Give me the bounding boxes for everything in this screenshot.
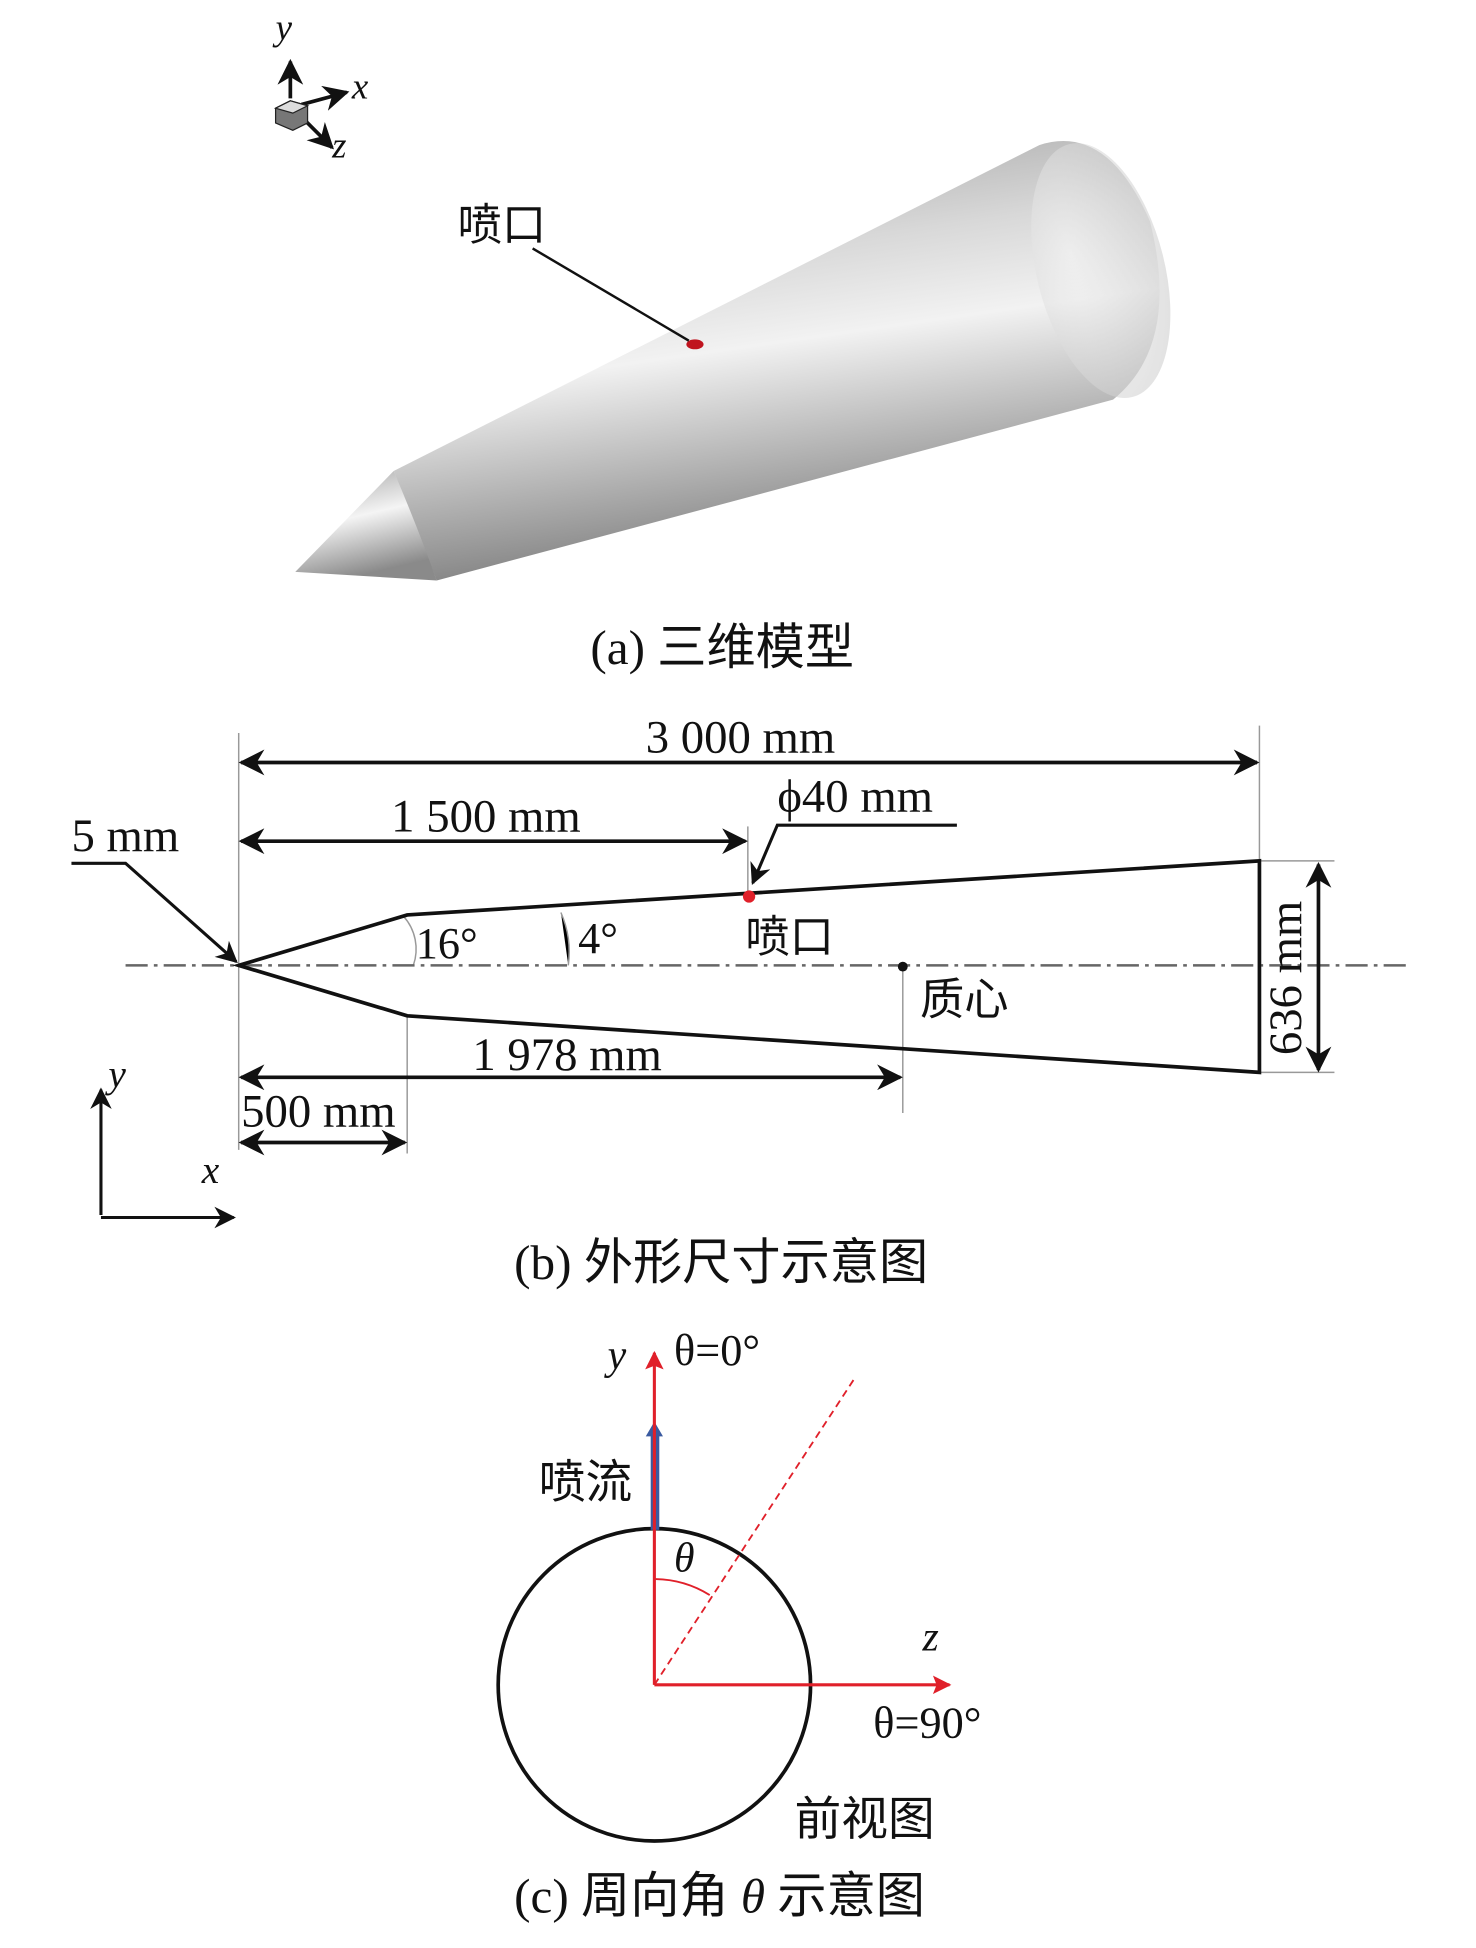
front-view-label: 前视图 (795, 1794, 935, 1846)
theta-arc (655, 1578, 711, 1596)
axis-x-label: x (351, 65, 369, 106)
axis-z-label: z (331, 124, 346, 165)
caption-c: (c) 周向角 θ 示意图 (514, 1868, 925, 1923)
dim-base-diameter: 636 mm (1260, 901, 1312, 1055)
axis-y-label: y (272, 6, 293, 47)
caption-a: (a) 三维模型 (590, 620, 854, 675)
nozzle-dot (742, 890, 756, 903)
panel-a-3d-model: y x z 喷口 (a) 三维模型 (272, 6, 1171, 675)
dim-nozzle-position: 1 500 mm (391, 790, 580, 842)
caption-b: (b) 外形尺寸示意图 (514, 1235, 928, 1290)
cone-base (1031, 143, 1171, 398)
axis-triad-icon: y x z (272, 6, 369, 165)
dim-nose-length: 500 mm (241, 1085, 395, 1137)
theta-90-label: θ=90° (873, 1699, 981, 1748)
axis-x-label: x (201, 1148, 220, 1192)
angle-nose: 16° (416, 919, 478, 968)
nozzle-label: 喷口 (745, 913, 834, 962)
dim-total-length: 3 000 mm (646, 712, 835, 764)
dim-center-of-mass: 1 978 mm (472, 1029, 661, 1081)
panel-b-dimensions: 3 000 mm 1 500 mm ϕ40 mm 5 mm 16° 4° 喷口 … (71, 712, 1409, 1290)
nozzle-label: 喷口 (458, 201, 547, 250)
axis-y-label: y (604, 1333, 627, 1379)
nozzle-dot (686, 339, 704, 350)
dim-tip-radius: 5 mm (71, 810, 179, 862)
body-outline (232, 858, 1262, 1075)
jet-label: 喷流 (539, 1457, 632, 1509)
center-of-mass-label: 质心 (920, 976, 1009, 1025)
dim-nozzle-diameter: ϕ40 mm (777, 771, 933, 823)
theta-0-label: θ=0° (674, 1326, 760, 1375)
xy-axis-icon: y x (90, 1052, 236, 1229)
axis-z-label: z (921, 1614, 938, 1660)
angle-body: 4° (578, 914, 618, 963)
cone-body (393, 141, 1160, 581)
axis-y-label: y (104, 1052, 126, 1096)
theta-label: θ (674, 1536, 695, 1582)
center-of-mass-dot (897, 961, 908, 972)
cone-nose (295, 471, 437, 581)
panel-c-circumferential-angle: y θ=0° 喷流 θ z θ=90° 前视图 (c) 周向角 θ 示意图 (496, 1326, 981, 1923)
